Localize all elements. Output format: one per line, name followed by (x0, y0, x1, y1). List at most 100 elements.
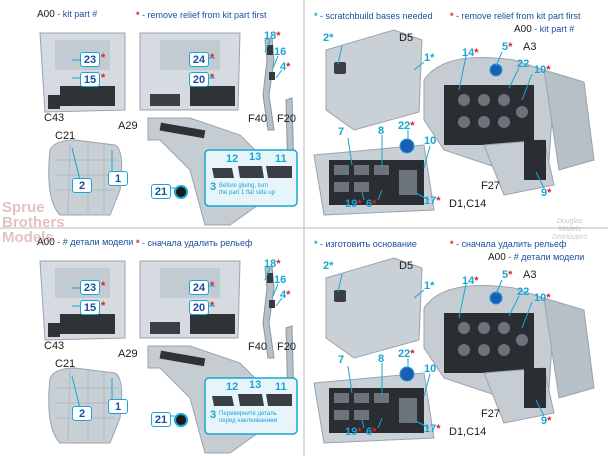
part-4: 4* (280, 61, 290, 73)
kit-code: A00 (488, 252, 506, 263)
label-d1-c14: D1,C14 (449, 426, 487, 438)
part-number: 1 (114, 173, 122, 185)
part-21: 21 (151, 184, 171, 199)
part-number: 2 (323, 260, 330, 272)
distributor-line-2: Models (558, 226, 581, 233)
part-number: 15 (83, 74, 97, 86)
part-number: 15 (83, 302, 97, 314)
part-17: 17* (424, 195, 441, 207)
part-number: 24 (192, 282, 206, 294)
red-star-icon: * (474, 275, 479, 287)
note-line-1: Before gluing, turn (219, 183, 269, 189)
label-d5: D5 (399, 32, 414, 44)
part-15: 15* (80, 72, 105, 87)
part-20: 20* (189, 300, 214, 315)
part-23: 23 * (80, 52, 105, 67)
part-7: 7 (338, 354, 345, 366)
part-14: 14* (462, 47, 479, 59)
label-f20: F20 (277, 113, 296, 125)
kit-code: A00 (37, 237, 55, 248)
part-14: 14* (462, 275, 479, 287)
part-1: 1* (424, 52, 434, 64)
red-star-icon: * (410, 120, 415, 132)
instrument-dial-icon (174, 413, 188, 427)
kit-text: - # детали модели (505, 252, 585, 262)
part-22-lower: 22* (398, 120, 415, 132)
part-8: 8 (378, 125, 385, 137)
part-number: 22 (398, 120, 411, 132)
part-number: 2 (323, 32, 330, 44)
scratch-text: - изготовить основание (317, 239, 417, 249)
part-9: 9* (541, 415, 551, 427)
part-number: 22 (398, 348, 411, 360)
blue-star-icon: * (329, 32, 334, 44)
legend-kit-part: A00 - kit part # (514, 24, 574, 35)
part-number: 14 (462, 47, 475, 59)
part-19: 19* (345, 198, 362, 210)
scratch-text: - scratchbuild bases needed (317, 11, 433, 21)
part-3: 3 (210, 409, 217, 421)
red-star-icon: * (357, 198, 362, 210)
label-a3: A3 (523, 269, 537, 281)
part-10: 10* (534, 64, 551, 76)
red-star-icon: * (101, 52, 106, 64)
cockpit-parts-drawing (313, 29, 595, 216)
red-star-icon: * (436, 195, 441, 207)
label-f27: F27 (481, 180, 500, 192)
part-10: 10* (534, 292, 551, 304)
label-a29: A29 (118, 120, 138, 132)
watermark-line-3: Models (2, 229, 54, 246)
part-22: 22 (517, 58, 530, 70)
part-number: 21 (154, 186, 168, 198)
part-number: 5 (502, 269, 509, 281)
instrument-dial-icon (174, 185, 188, 199)
panel-top-right: * - scratchbuild bases needed * - remove… (304, 0, 608, 228)
part-number: 21 (154, 414, 168, 426)
distributor-line-1: Douglas (556, 218, 583, 225)
part-number: 23 (83, 282, 97, 294)
note-line-2: перед наклеиванием (219, 418, 278, 424)
red-star-icon: * (508, 41, 513, 53)
part-2: 2 (72, 406, 92, 421)
part-number: 1 (424, 280, 431, 292)
blue-star-icon: * (430, 52, 435, 64)
part-number: 19 (345, 198, 358, 210)
label-c43: C43 (44, 340, 65, 352)
part-number: 18 (264, 258, 277, 270)
part-12: 12 (226, 153, 239, 165)
red-star-icon: * (450, 239, 454, 249)
part-number: 23 (83, 54, 97, 66)
red-star-icon: * (101, 300, 106, 312)
note-line-1: Переверните деталь (219, 411, 277, 417)
part-number: 2 (78, 180, 86, 192)
part-number: 14 (462, 275, 475, 287)
panel-top-left: A00 - kit part # * - remove relief from … (0, 0, 304, 228)
assembly-note: Переверните деталь перед наклеиванием (219, 411, 277, 425)
part-17: 17* (424, 423, 441, 435)
part-number: 17 (424, 195, 437, 207)
label-a29: A29 (118, 348, 138, 360)
assembly-note: Before gluing, turn the part 1 flat side… (219, 183, 275, 197)
blue-star-icon: * (430, 280, 435, 292)
blue-star-icon: * (314, 11, 318, 21)
red-star-icon: * (276, 30, 281, 42)
part-number: 19 (345, 426, 358, 438)
kit-code: A00 (37, 9, 55, 20)
label-c43: C43 (44, 112, 65, 124)
red-star-icon: * (547, 415, 552, 427)
legend-remove-relief: * - сначала удалить рельеф (450, 239, 566, 249)
label-d5: D5 (399, 260, 414, 272)
part-number: 2 (78, 408, 86, 420)
kit-text: - # детали модели (54, 237, 134, 247)
part-number: 24 (192, 54, 206, 66)
kit-parts-drawing (39, 260, 298, 454)
remove-text: - сначала удалить рельеф (453, 239, 567, 249)
red-star-icon: * (372, 426, 377, 438)
red-star-icon: * (546, 292, 551, 304)
part-11: 11 (275, 381, 287, 393)
kit-parts-drawing (39, 32, 298, 226)
kit-text: - kit part # (54, 9, 98, 19)
label-a3: A3 (523, 41, 537, 53)
cockpit-parts-drawing (313, 257, 595, 444)
